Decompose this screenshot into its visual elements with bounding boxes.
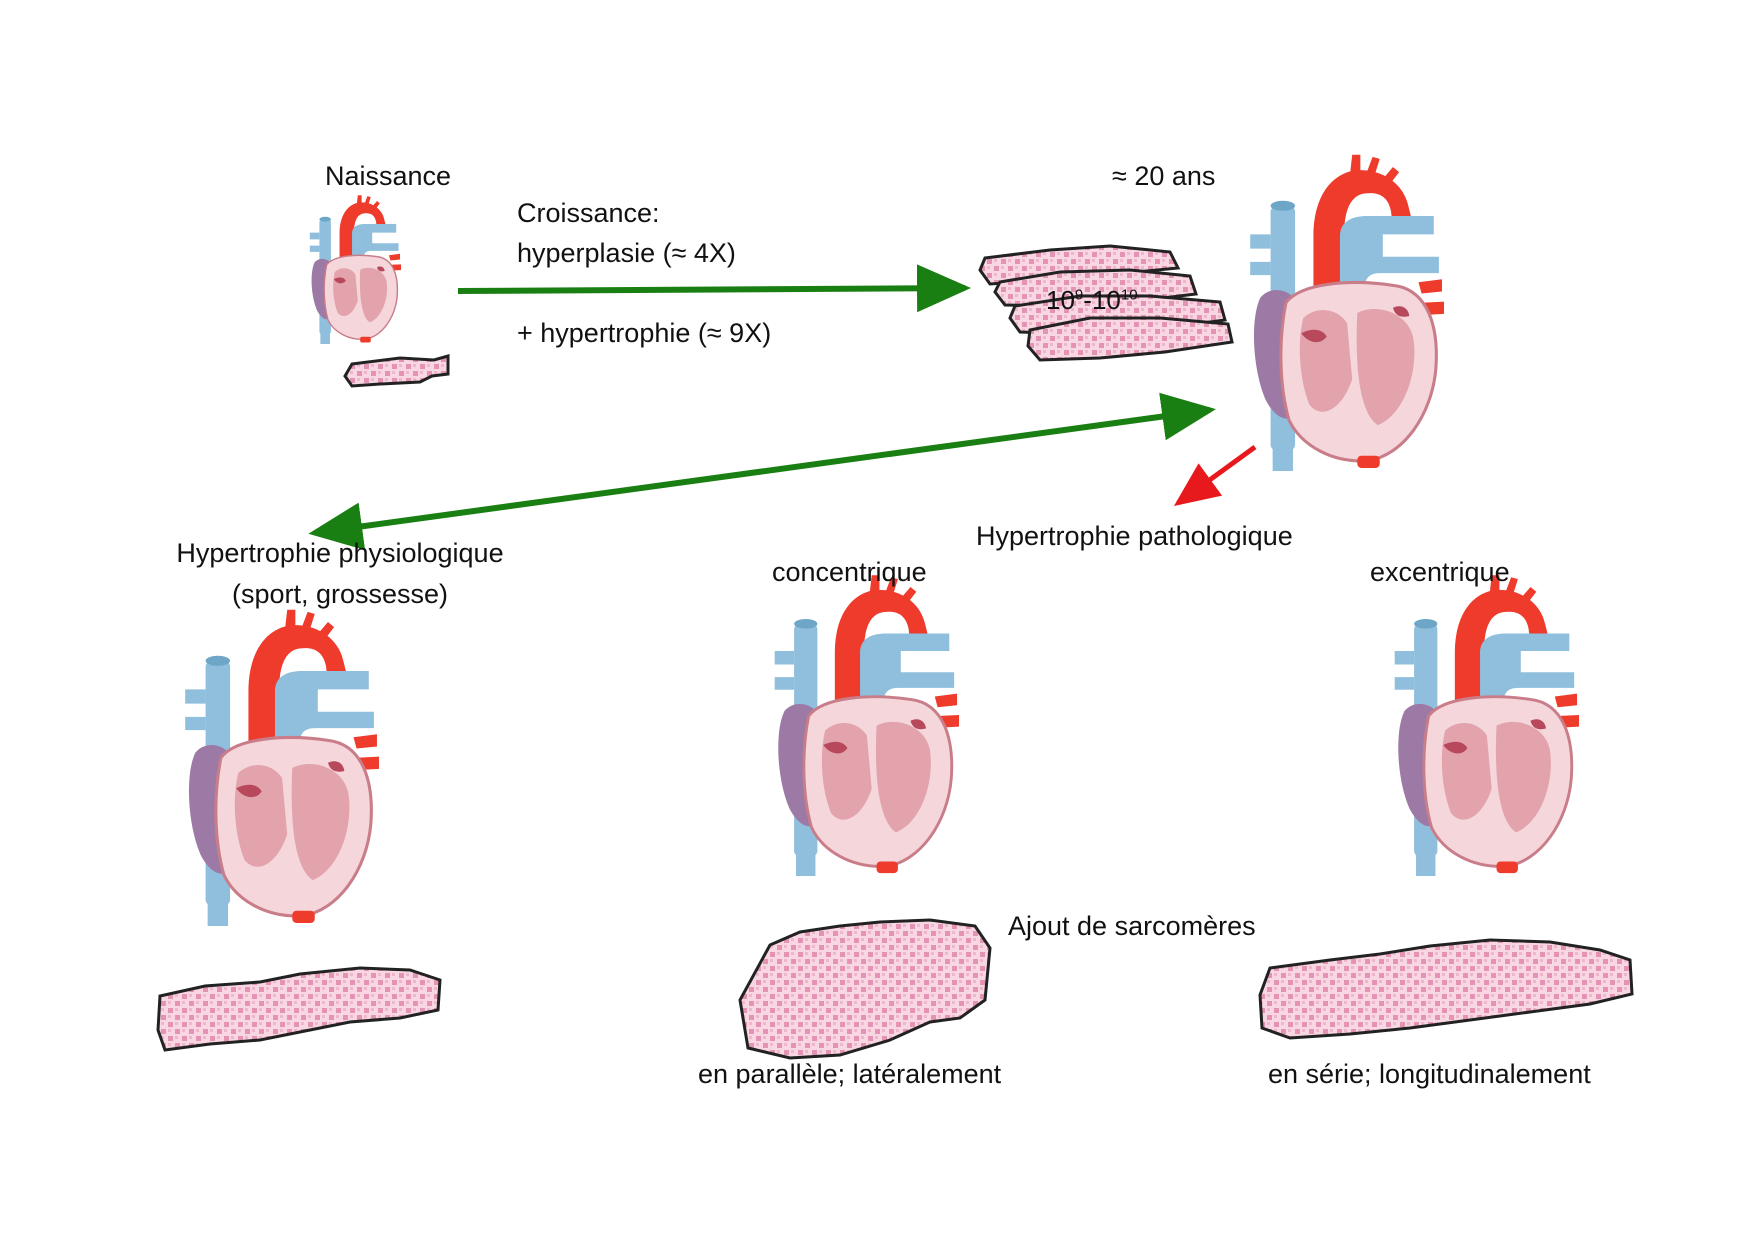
physiological-title: Hypertrophie physiologique (176, 538, 504, 568)
parallel-label: en parallèle; latéralement (698, 1059, 1002, 1089)
cardiomyocyte-icon-physiological (156, 966, 442, 1052)
concentric-label: concentrique (772, 557, 927, 587)
cell-count-label: 109-1010 (1046, 284, 1138, 317)
cell-count-exp2: 10 (1120, 286, 1138, 304)
pathological-arrow (1173, 444, 1257, 506)
heart-icon-concentric (773, 573, 961, 878)
physiological-subtitle: (sport, grossesse) (231, 579, 449, 609)
cell-count-exp1: 9 (1074, 286, 1084, 304)
heart-icon-birth (309, 194, 402, 345)
eccentric-label: excentrique (1370, 557, 1510, 587)
sarcomere-addition-label: Ajout de sarcomères (1008, 911, 1256, 941)
cardiomyocyte-icon-birth (343, 354, 450, 388)
heart-icon-eccentric (1393, 573, 1581, 878)
cell-count-sep: - (1083, 285, 1092, 315)
growth-title: Croissance: (517, 198, 660, 228)
birth-label: Naissance (325, 161, 452, 191)
cell-count-base2: 10 (1091, 285, 1121, 315)
heart-icon-physiological (183, 608, 381, 928)
series-label: en série; longitudinalement (1268, 1059, 1591, 1089)
reversible-arrow (308, 392, 1216, 551)
heart-icon-adult (1248, 153, 1446, 473)
growth-hypertrophy: + hypertrophie (≈ 9X) (517, 318, 772, 348)
pathological-title: Hypertrophie pathologique (976, 521, 1293, 551)
growth-hyperplasia: hyperplasie (≈ 4X) (517, 238, 736, 268)
cardiomyocyte-icon-cluster (978, 244, 1234, 362)
cell-count-base1: 10 (1046, 285, 1075, 315)
adult-label: ≈ 20 ans (1112, 161, 1216, 191)
growth-arrow (457, 264, 971, 313)
cardiomyocyte-icon-eccentric (1258, 938, 1634, 1040)
cardiomyocyte-icon-concentric (738, 918, 992, 1060)
